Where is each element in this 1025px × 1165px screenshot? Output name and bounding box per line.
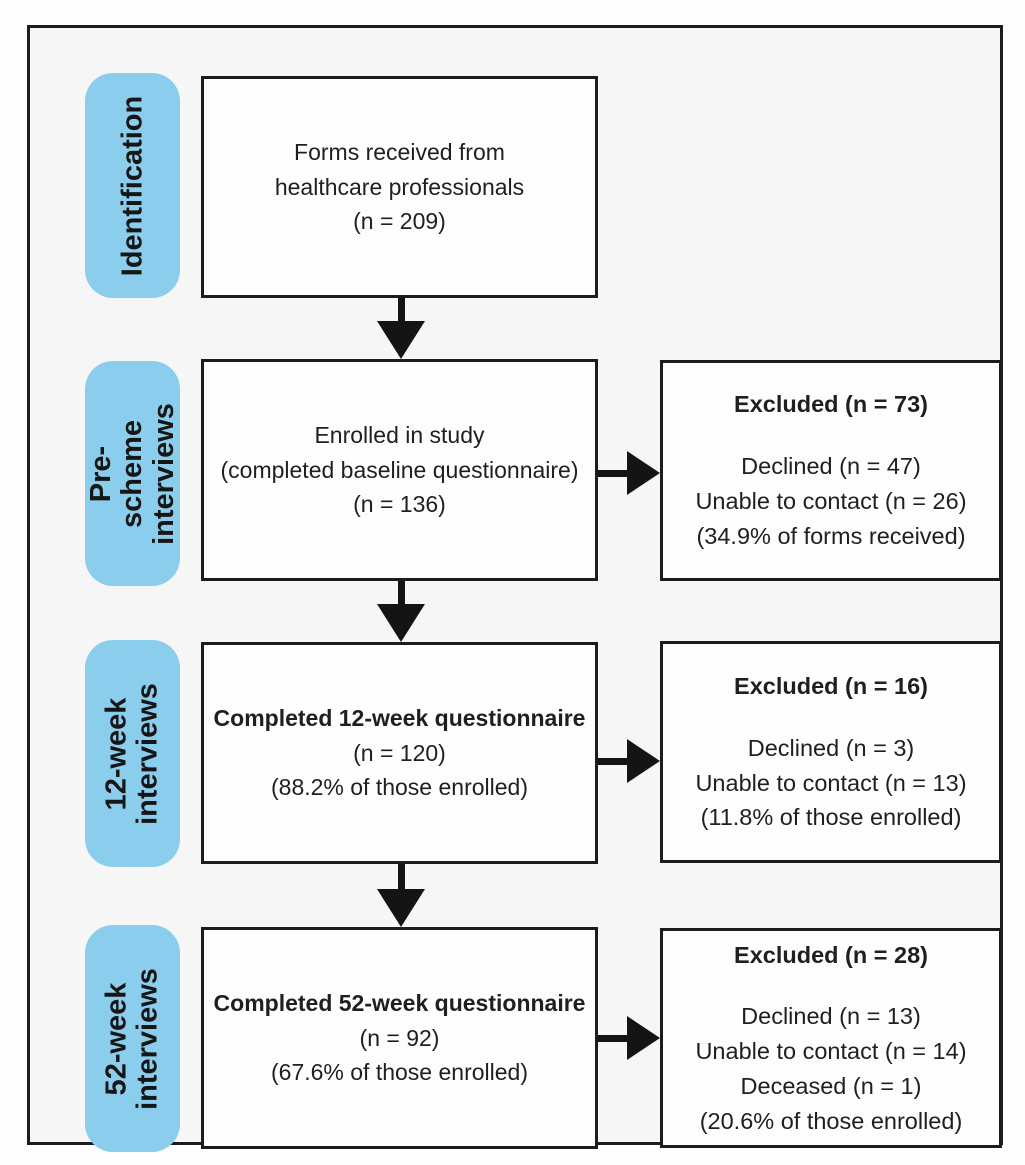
flow-box-enrolled: Enrolled in study (completed baseline qu… (201, 359, 598, 581)
arrow-down-2 (377, 581, 425, 642)
flow-box-12-week: Completed 12-week questionnaire (n = 120… (201, 642, 598, 864)
stage-label-identification-text: Identification (115, 95, 148, 276)
stage-label-pre-scheme-interviews-text: Pre-scheme interviews (84, 402, 180, 545)
excluded-box-pre-scheme: Excluded (n = 73) Declined (n = 47) Unab… (660, 360, 1002, 581)
excluded-box-12-week-title: Excluded (n = 16) (734, 672, 928, 699)
excluded-box-52-week-title: Excluded (n = 28) (734, 941, 928, 968)
arrow-right-2 (598, 739, 660, 783)
arrow-down-3-stem (397, 864, 405, 889)
arrow-down-1-head (377, 321, 425, 359)
stage-label-identification: Identification (85, 73, 180, 298)
arrow-down-1 (377, 298, 425, 359)
stage-label-12-week-interviews: 12-week interviews (85, 640, 180, 867)
flow-box-12-week-text: (n = 120) (88.2% of those enrolled) (271, 739, 528, 801)
arrow-down-2-head (377, 604, 425, 642)
arrow-right-2-stem (598, 757, 627, 765)
stage-label-52-week-interviews: 52-week interviews (85, 925, 180, 1152)
excluded-box-12-week-text: Declined (n = 3) Unable to contact (n = … (695, 734, 967, 831)
arrow-right-1 (598, 451, 660, 495)
arrow-down-1-stem (397, 298, 405, 321)
excluded-box-52-week: Excluded (n = 28) Declined (n = 13) Unab… (660, 928, 1002, 1148)
arrow-right-3-head (627, 1016, 660, 1060)
excluded-box-pre-scheme-title: Excluded (n = 73) (734, 391, 928, 418)
excluded-box-12-week: Excluded (n = 16) Declined (n = 3) Unabl… (660, 641, 1002, 863)
flow-box-forms-received-text: Forms received from healthcare professio… (274, 138, 525, 235)
flow-box-enrolled-text: Enrolled in study (completed baseline qu… (220, 421, 579, 518)
stage-label-52-week-interviews-text: 52-week interviews (100, 967, 164, 1110)
arrow-down-2-stem (397, 581, 405, 604)
flow-box-forms-received: Forms received from healthcare professio… (201, 76, 598, 298)
stage-label-pre-scheme-interviews: Pre-scheme interviews (85, 361, 180, 586)
flow-box-12-week-title: Completed 12-week questionnaire (213, 704, 586, 731)
excluded-box-52-week-text: Declined (n = 13) Unable to contact (n =… (695, 1003, 967, 1134)
excluded-box-pre-scheme-text: Declined (n = 47) Unable to contact (n =… (695, 453, 967, 549)
arrow-right-3-stem (598, 1034, 627, 1042)
arrow-down-3 (377, 864, 425, 927)
arrow-right-3 (598, 1016, 660, 1060)
outer-frame: Identification Forms received from healt… (27, 25, 1003, 1152)
flow-box-52-week-text: (n = 92) (67.6% of those enrolled) (271, 1024, 528, 1086)
arrow-down-3-head (377, 889, 425, 927)
flow-box-52-week-title: Completed 52-week questionnaire (213, 989, 586, 1016)
arrow-right-1-head (627, 451, 660, 495)
stage-label-12-week-interviews-text: 12-week interviews (100, 682, 164, 825)
arrow-right-2-head (627, 739, 660, 783)
flow-box-52-week: Completed 52-week questionnaire (n = 92)… (201, 927, 598, 1149)
arrow-right-1-stem (598, 469, 627, 477)
